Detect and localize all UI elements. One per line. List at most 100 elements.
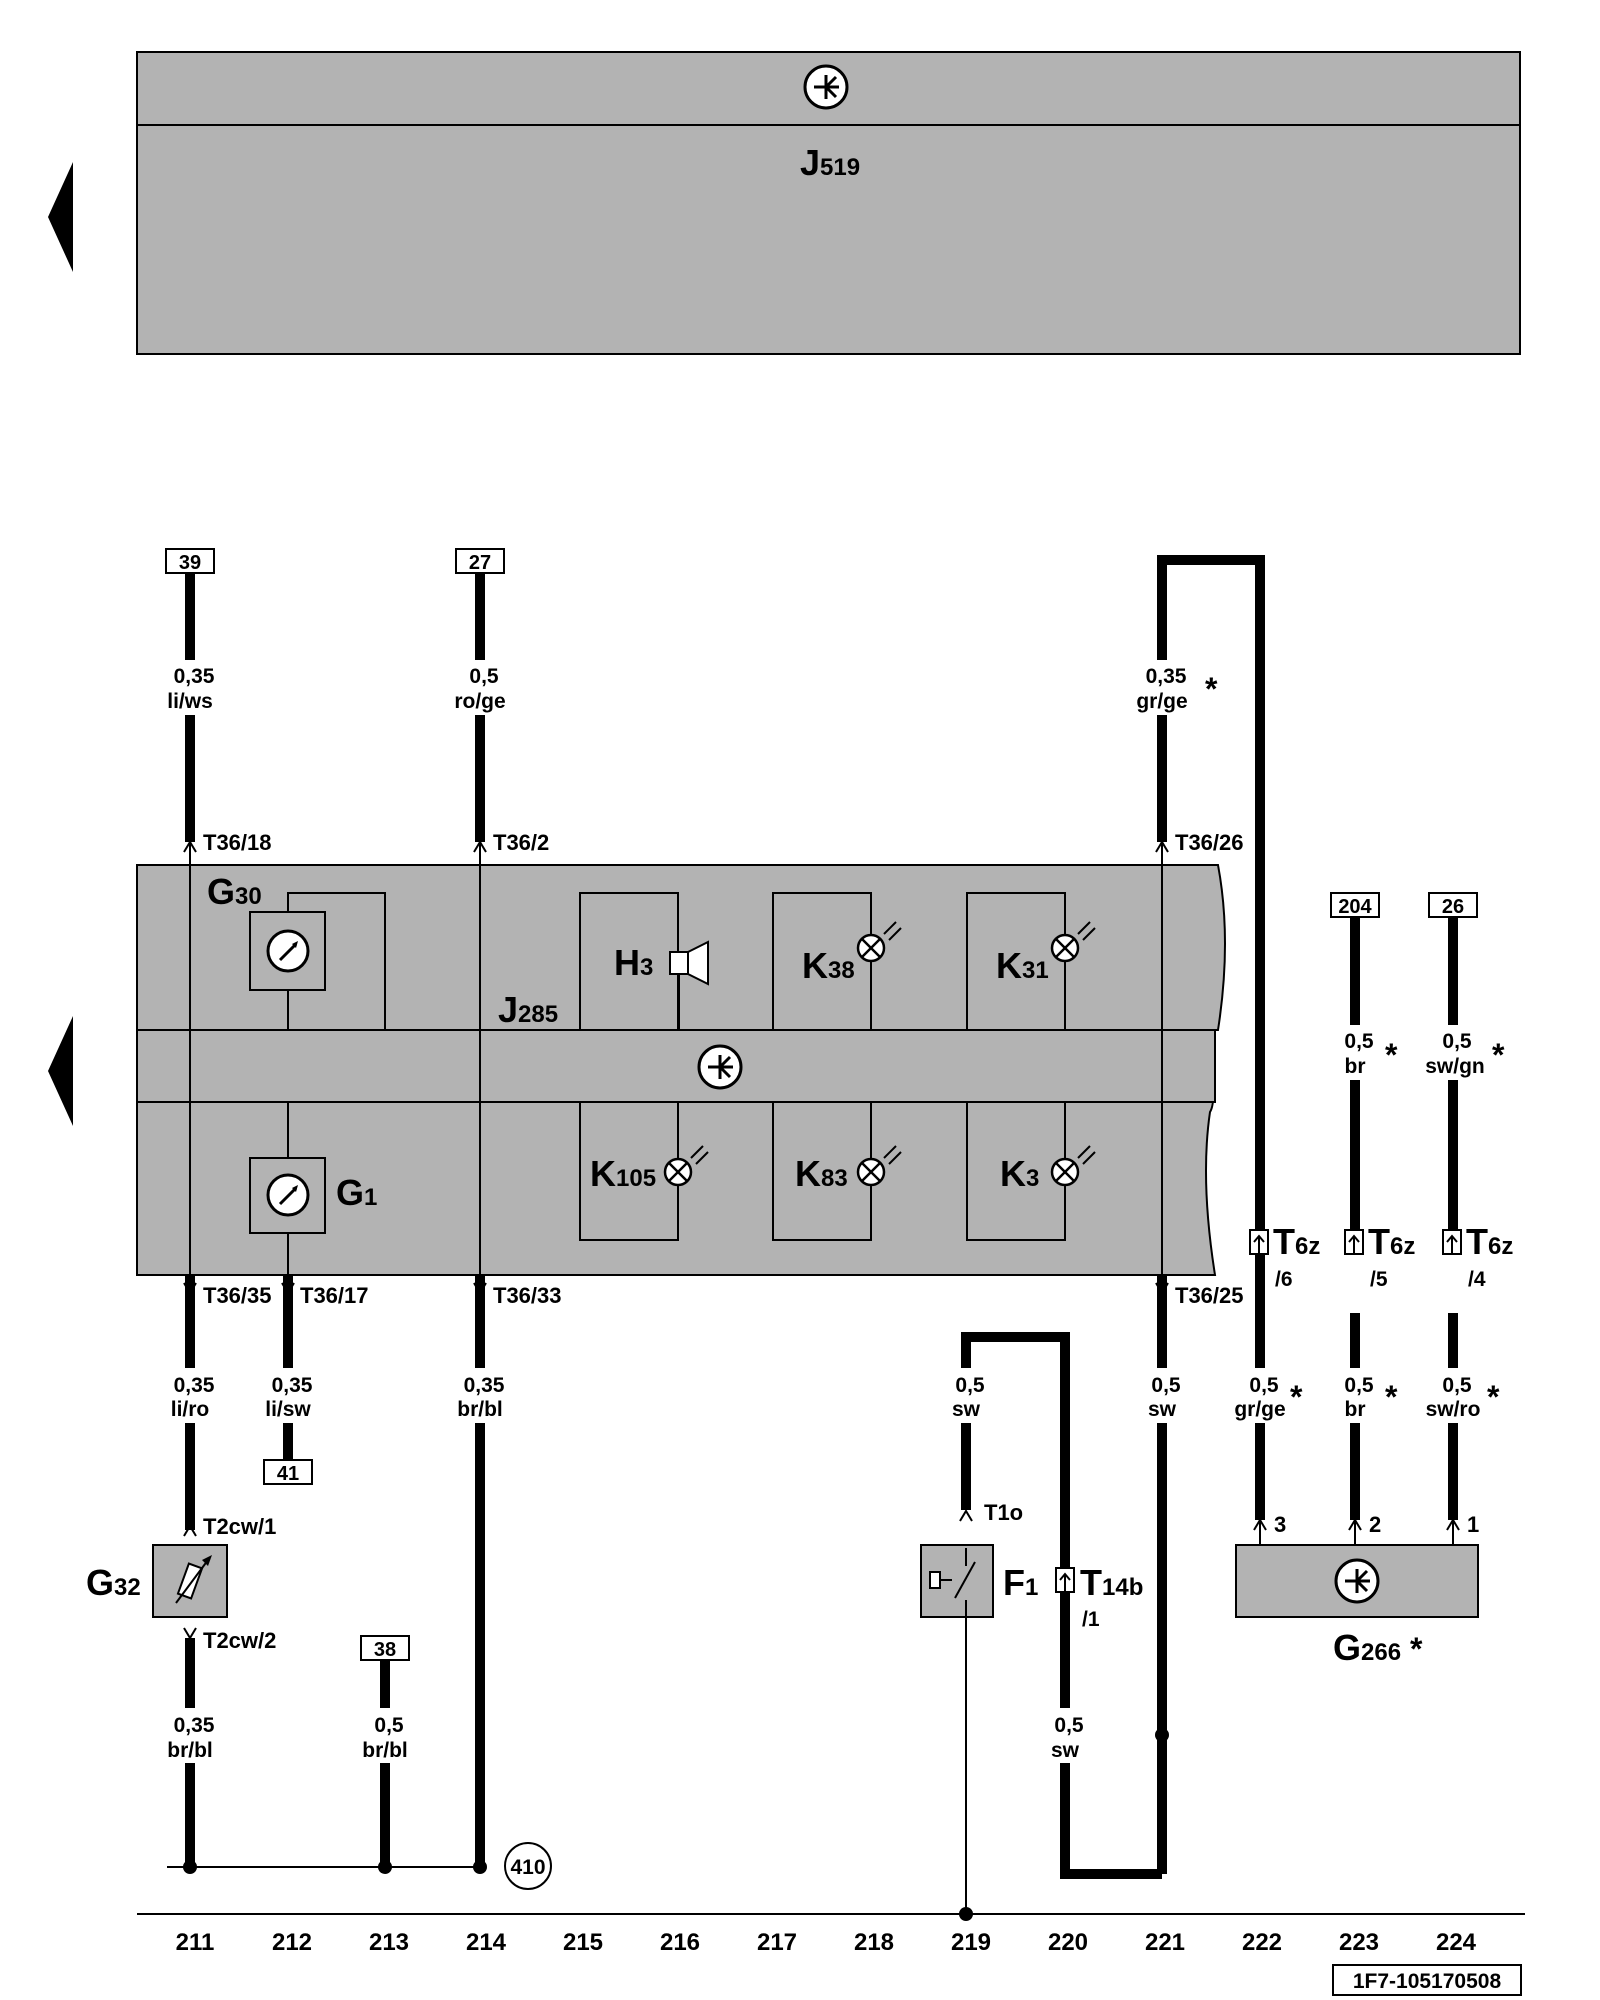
k38-label: K38 [802, 945, 855, 986]
wire-label: 0,5 gr/ge * [1234, 1374, 1303, 1421]
svg-text:br/bl: br/bl [457, 1398, 503, 1421]
t6z-pin: /5 [1370, 1268, 1388, 1291]
svg-text:0,35: 0,35 [1146, 665, 1187, 688]
g30-fuel-gauge [249, 892, 386, 1030]
wire-label: 0,5 br * [1344, 1374, 1398, 1421]
svg-text:26: 26 [1442, 896, 1464, 918]
wire-label: 0,5 sw/ro * [1426, 1374, 1500, 1421]
svg-text:0,5: 0,5 [1344, 1374, 1374, 1397]
svg-text:0,35: 0,35 [464, 1374, 505, 1397]
t6z-connector-icon [1249, 1229, 1269, 1255]
svg-text:211: 211 [176, 1929, 215, 1956]
t6z-label: T6z [1273, 1221, 1320, 1262]
pin-t36-25: T36/25 [1175, 1283, 1244, 1308]
svg-text:216: 216 [660, 1929, 700, 1956]
svg-text:219: 219 [951, 1929, 991, 1956]
k105-warning-lamp [579, 1101, 709, 1241]
ref-box-26[interactable]: 26 [1428, 892, 1478, 918]
svg-text:217: 217 [757, 1929, 797, 1956]
k83-warning-lamp [772, 1101, 902, 1241]
wire-label: 0,5 sw [1148, 1374, 1181, 1421]
svg-text:218: 218 [854, 1929, 894, 1956]
svg-text:sw: sw [1051, 1739, 1080, 1762]
f1-oil-pressure-switch [920, 1544, 994, 1618]
k83-label: K83 [795, 1153, 848, 1194]
ground-point-410[interactable]: 410 [504, 1842, 552, 1890]
svg-text:*: * [1290, 1379, 1303, 1415]
svg-text:br/bl: br/bl [167, 1739, 213, 1762]
svg-text:gr/ge: gr/ge [1234, 1398, 1285, 1421]
pin-t36-26: T36/26 [1175, 830, 1244, 855]
svg-text:li/sw: li/sw [265, 1398, 311, 1421]
pin-t2cw-2: T2cw/2 [203, 1628, 276, 1653]
j285-label: J285 [498, 989, 558, 1030]
k31-warning-lamp [966, 892, 1096, 1031]
g266-pin-3: 3 [1274, 1512, 1286, 1537]
svg-text:221: 221 [1145, 1929, 1185, 1956]
wire-label: 0,35 gr/ge * [1136, 665, 1218, 713]
t6z-connector-icon [1344, 1229, 1364, 1255]
svg-text:br/bl: br/bl [362, 1739, 408, 1762]
t6z-pin: /4 [1468, 1268, 1486, 1291]
ref-box-41[interactable]: 41 [263, 1459, 313, 1485]
wire-label: 0,5 sw/gn * [1425, 1030, 1505, 1078]
svg-text:0,35: 0,35 [272, 1374, 313, 1397]
wire-label: 0,35 br/bl [167, 1714, 215, 1762]
prev-page-arrow-icon[interactable] [48, 162, 73, 272]
svg-text:214: 214 [466, 1929, 507, 1956]
j285-can-bus-icon [697, 1044, 743, 1090]
t14b-connector-icon [1055, 1567, 1075, 1593]
svg-text:0,5: 0,5 [1442, 1030, 1472, 1053]
g266-oil-level-sensor [1235, 1544, 1479, 1618]
svg-text:0,5: 0,5 [955, 1374, 985, 1397]
svg-text:gr/ge: gr/ge [1136, 690, 1187, 713]
svg-text:0,35: 0,35 [174, 1374, 215, 1397]
svg-text:0,5: 0,5 [1442, 1374, 1472, 1397]
prev-page-arrow-icon[interactable] [48, 1016, 73, 1126]
ref-box-204[interactable]: 204 [1330, 892, 1380, 918]
g266-label: G266 [1333, 1627, 1401, 1668]
h3-buzzer [579, 892, 709, 1031]
svg-text:224: 224 [1436, 1929, 1477, 1956]
pin-t36-35: T36/35 [203, 1283, 272, 1308]
svg-text:410: 410 [510, 1856, 545, 1879]
diagram-id: 1F7-105170508 [1332, 1964, 1522, 1996]
svg-text:0,5: 0,5 [469, 665, 499, 688]
svg-text:27: 27 [469, 552, 491, 574]
h3-label: H3 [614, 942, 653, 983]
k31-label: K31 [996, 945, 1049, 986]
j519-label: J519 [800, 142, 860, 183]
svg-text:*: * [1205, 671, 1218, 707]
svg-text:220: 220 [1048, 1929, 1088, 1956]
svg-text:sw: sw [952, 1398, 981, 1421]
svg-text:213: 213 [369, 1929, 409, 1956]
g32-coolant-level-sensor [152, 1544, 228, 1618]
svg-text:*: * [1385, 1379, 1398, 1415]
pin-t36-33: T36/33 [493, 1283, 562, 1308]
g32-label: G32 [86, 1562, 141, 1603]
svg-text:38: 38 [374, 1639, 396, 1661]
wire-label: 0,5 br/bl [362, 1714, 408, 1762]
svg-text:br: br [1345, 1398, 1366, 1421]
svg-text:sw/gn: sw/gn [1425, 1055, 1485, 1078]
svg-text:*: * [1492, 1037, 1505, 1073]
t14b-label: T14b [1080, 1562, 1143, 1603]
pin-t36-2: T36/2 [493, 830, 549, 855]
pin-t1o: T1o [984, 1500, 1023, 1525]
k38-warning-lamp [772, 892, 902, 1031]
ref-box-27[interactable]: 27 [455, 548, 505, 574]
wire-label: 0,5 ro/ge [454, 665, 505, 713]
svg-text:1F7-105170508: 1F7-105170508 [1353, 1970, 1502, 1993]
svg-text:39: 39 [179, 552, 201, 574]
ref-box-39[interactable]: 39 [165, 548, 215, 574]
svg-text:0,5: 0,5 [374, 1714, 404, 1737]
ref-box-38[interactable]: 38 [360, 1635, 410, 1661]
g266-star: * [1410, 1631, 1423, 1667]
t14b-pin: /1 [1082, 1608, 1100, 1631]
wire-label: 0,35 br/bl [457, 1374, 505, 1421]
svg-text:ro/ge: ro/ge [454, 690, 505, 713]
k3-label: K3 [1000, 1153, 1039, 1194]
t6z-connector-icon [1442, 1229, 1462, 1255]
svg-text:212: 212 [272, 1929, 312, 1956]
